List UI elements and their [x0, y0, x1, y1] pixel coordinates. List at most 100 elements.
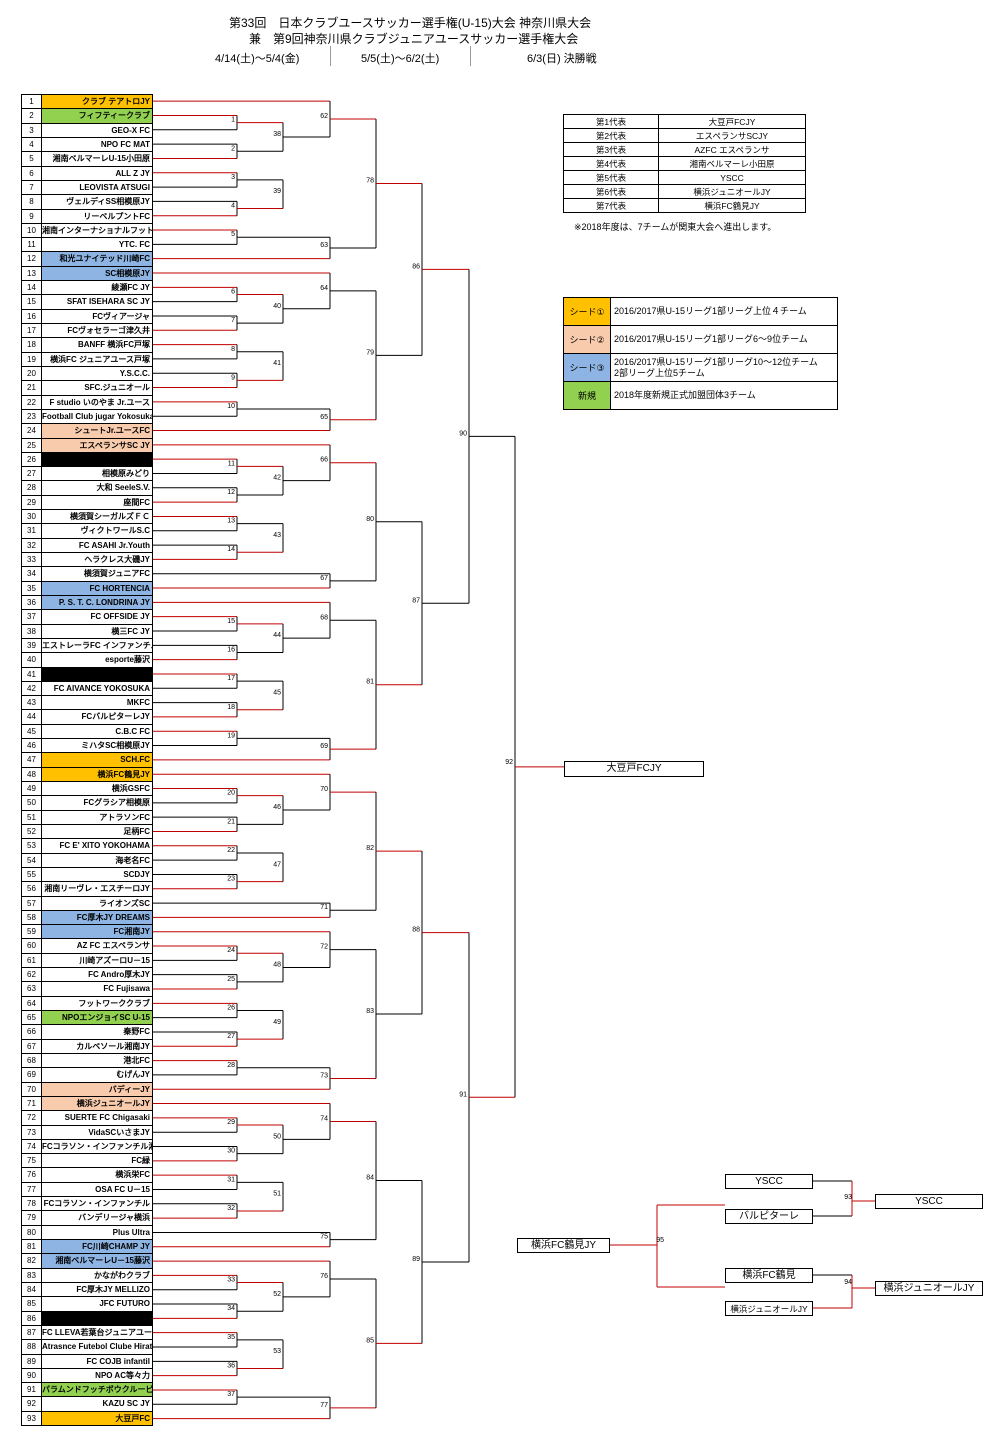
match-number: 90 — [459, 430, 467, 437]
match-number: 48 — [273, 962, 281, 969]
team-name: FC LLEVA若葉台ジュニアユース — [42, 1325, 153, 1340]
team-number: 8 — [22, 195, 42, 209]
team-number: 29 — [22, 495, 42, 510]
team-name: AZ FC エスペランサ — [42, 939, 153, 953]
match-number: 45 — [273, 689, 281, 696]
team-name: JFC FUTURO — [42, 1297, 153, 1311]
match-number: 70 — [320, 786, 328, 793]
match-number: 63 — [320, 242, 328, 249]
team-name: 川崎アズーロU－15 — [42, 953, 153, 968]
team-number: 45 — [22, 724, 42, 739]
team-number: 57 — [22, 896, 42, 910]
team-name: YTC. FC — [42, 238, 153, 252]
representative-team: 横浜ジュニオールJY — [658, 184, 806, 199]
match-number: 92 — [505, 759, 513, 766]
representative-row: 第1代表大豆戸FCJY — [563, 114, 806, 129]
match-number: 80 — [366, 516, 374, 523]
date-final: 6/3(日) 決勝戦 — [527, 53, 597, 65]
match-number: 5 — [231, 231, 235, 238]
team-number: 49 — [22, 782, 42, 796]
team-number: 71 — [22, 1096, 42, 1111]
tournament-title: 第33回 日本クラブユースサッカー選手権(U-15)大会 神奈川県大会 — [229, 16, 592, 30]
team-name: エスペランサSC JY — [42, 438, 153, 452]
team-name: 横三FC JY — [42, 624, 153, 638]
match-number: 72 — [320, 944, 328, 951]
playoff-left-team: 横浜FC鶴見JY — [517, 1238, 610, 1253]
team-number: 70 — [22, 1082, 42, 1096]
match-number: 37 — [227, 1391, 235, 1398]
team-name: FC川崎CHAMP JY — [42, 1240, 153, 1254]
team-number: 55 — [22, 867, 42, 882]
team-name: GEO-X FC — [42, 123, 153, 137]
team-number: 18 — [22, 338, 42, 352]
match-number: 33 — [227, 1277, 235, 1284]
team-number: 37 — [22, 610, 42, 624]
team-number: 12 — [22, 252, 42, 266]
team-number: 90 — [22, 1368, 42, 1383]
team-name: esporte藤沢 — [42, 653, 153, 667]
team-name: SC相模原JY — [42, 266, 153, 281]
team-number: 9 — [22, 209, 42, 223]
legend-text: 2016/2017県U-15リーグ1部リーグ上位４チーム — [610, 297, 838, 326]
team-number: 42 — [22, 681, 42, 696]
team-name: Atrasnce Futebol Clube Hiratsuka — [42, 1340, 153, 1354]
match-number: 71 — [320, 904, 328, 911]
match-number: 51 — [273, 1191, 281, 1198]
team-number: 80 — [22, 1225, 42, 1239]
date-separator — [330, 46, 331, 66]
team-number: 6 — [22, 166, 42, 180]
team-number: 27 — [22, 467, 42, 481]
team-number: 69 — [22, 1068, 42, 1082]
representatives-note: ※2018年度は、7チームが関東大会へ進出します。 — [574, 222, 777, 232]
team-row: 41 — [22, 667, 153, 682]
match-number: 69 — [320, 743, 328, 750]
team-number: 52 — [22, 824, 42, 839]
team-number: 13 — [22, 266, 42, 281]
match-number: 62 — [320, 113, 328, 120]
match-number: 9 — [231, 374, 235, 381]
match-number: 43 — [273, 532, 281, 539]
match-number: 8 — [231, 346, 235, 353]
match-number: 19 — [227, 732, 235, 739]
team-number: 32 — [22, 538, 42, 552]
team-number: 62 — [22, 968, 42, 982]
team-number: 16 — [22, 309, 42, 323]
match-number: 11 — [228, 460, 235, 467]
team-name: LEOVISTA ATSUGI — [42, 180, 153, 195]
team-name: FCコラソン・インファンチル — [42, 1197, 153, 1211]
playoff-bot-b: 横浜ジュニオールJY — [725, 1301, 813, 1316]
team-name: MKFC — [42, 696, 153, 710]
representative-row: 第7代表横浜FC鶴見JY — [563, 198, 806, 213]
team-name: FCコラソン・インファンチル湘南平塚 — [42, 1139, 153, 1154]
team-name — [42, 667, 153, 681]
tournament-subtitle: 兼 第9回神奈川県クラブジュニアユースサッカー選手権大会 — [249, 32, 579, 46]
team-number: 72 — [22, 1111, 42, 1125]
team-number: 60 — [22, 939, 42, 953]
match-number: 24 — [227, 947, 235, 954]
team-name: FC厚木JY DREAMS — [42, 910, 153, 925]
match-number: 81 — [366, 679, 374, 686]
team-number: 38 — [22, 624, 42, 638]
team-number: 54 — [22, 853, 42, 867]
team-number: 39 — [22, 638, 42, 653]
match-number: 30 — [227, 1148, 235, 1155]
team-name: Y.S.C.C. — [42, 366, 153, 381]
